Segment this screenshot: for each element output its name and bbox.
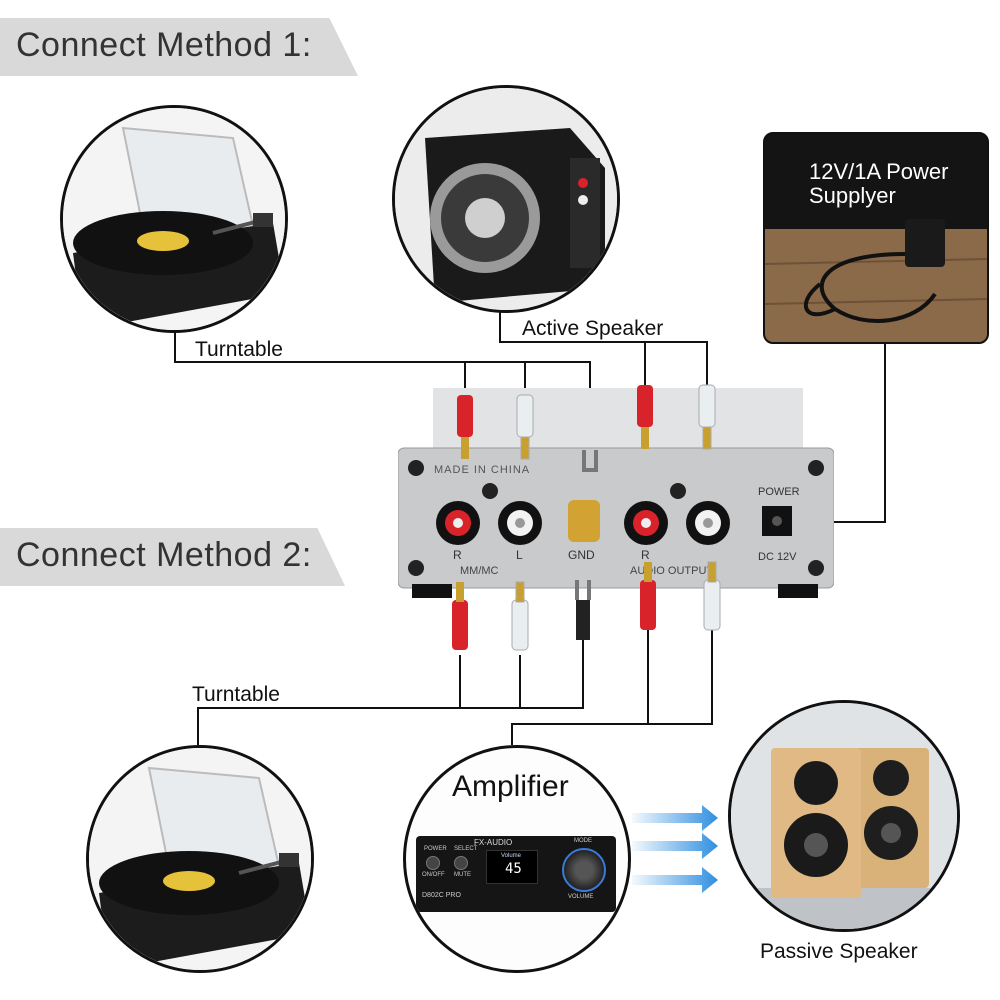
amplifier-photo: Amplifier FX-AUDIO POWER SELECT ON/OFF M… — [403, 745, 631, 973]
input-l-label: L — [516, 548, 523, 562]
amp-select-button[interactable] — [454, 856, 468, 870]
amp-power-label: POWER — [424, 846, 447, 852]
amp-mode-label: MODE — [574, 838, 592, 844]
turntable-photo-1 — [60, 105, 288, 333]
amp-volume-text: Volume — [501, 853, 522, 859]
amp-volume-knob[interactable] — [562, 848, 606, 892]
amp-onoff-label: ON/OFF — [422, 872, 445, 878]
turntable-label-1: Turntable — [195, 338, 283, 361]
amp-select-label: SELECT — [454, 846, 478, 852]
passive-speaker-label: Passive Speaker — [760, 940, 918, 963]
amp-power-button[interactable] — [426, 856, 440, 870]
method1-title: Connect Method 1: — [16, 26, 312, 64]
amp-volume-value: 45 — [505, 861, 522, 877]
output-r-label: R — [641, 548, 650, 562]
gnd-label: GND — [568, 548, 595, 562]
amplifier-label: Amplifier — [452, 770, 569, 803]
phono-preamp: MADE IN CHINA R L GND R MM/MC AUDIO OUTP… — [398, 388, 834, 600]
turntable-label-2: Turntable — [192, 683, 280, 706]
input-type-label: MM/MC — [460, 565, 499, 577]
method2-banner: Connect Method 2: — [0, 528, 345, 586]
input-r-label: R — [453, 548, 462, 562]
wire-turntable2 — [197, 640, 584, 745]
amp-display: Volume 45 — [486, 850, 538, 884]
active-speaker-label: Active Speaker — [522, 317, 664, 340]
active-speaker-photo — [392, 85, 620, 313]
wire-amplifier — [511, 630, 713, 745]
power-label: POWER — [758, 486, 800, 498]
power-supply-label: 12V/1A Power Supplyer — [809, 159, 949, 208]
method1-banner: Connect Method 1: — [0, 18, 358, 76]
passive-speaker-photo — [728, 700, 960, 932]
output-label: AUDIO OUTPUT — [630, 565, 714, 577]
wire-active-speaker — [499, 310, 708, 385]
dc-label: DC 12V — [758, 551, 797, 563]
amp-mute-label: MUTE — [454, 872, 471, 878]
made-in-label: MADE IN CHINA — [434, 464, 531, 476]
method2-title: Connect Method 2: — [16, 536, 312, 574]
amp-volume-knob-label: VOLUME — [568, 894, 594, 900]
power-supply-photo: 12V/1A Power Supplyer — [763, 132, 989, 344]
turntable-photo-2 — [86, 745, 314, 973]
amp-brand: FX-AUDIO — [474, 838, 513, 847]
amp-model-label: D802C PRO — [422, 892, 461, 899]
amplifier-unit: FX-AUDIO POWER SELECT ON/OFF MUTE D802C … — [416, 836, 616, 912]
